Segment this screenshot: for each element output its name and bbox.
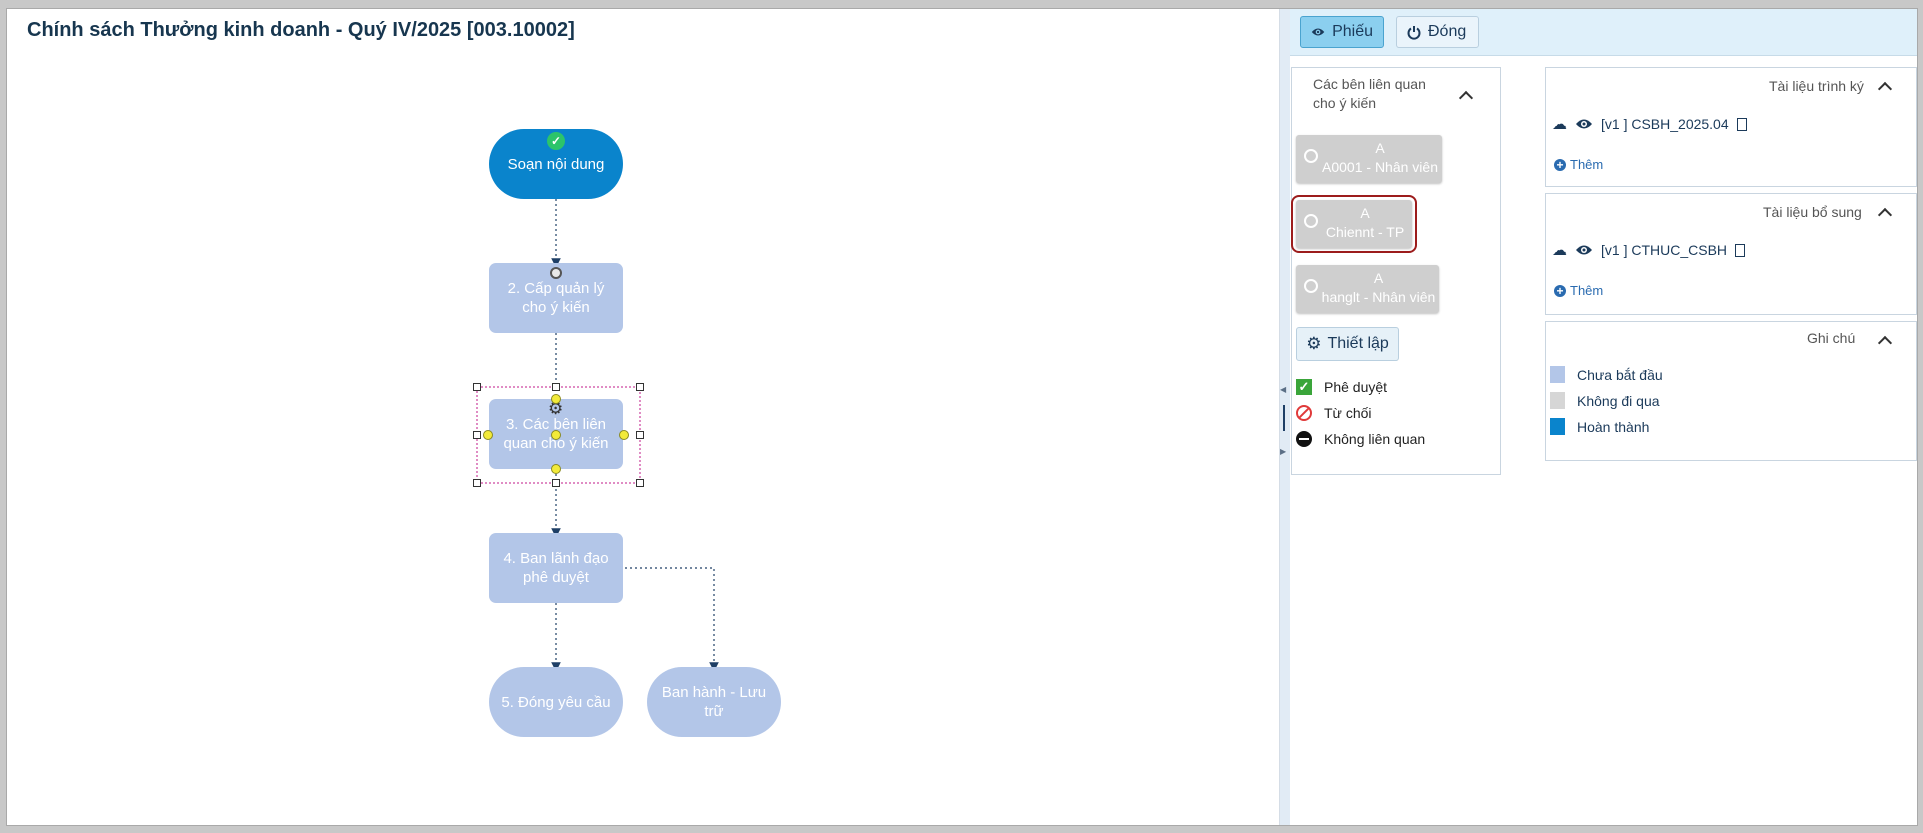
party-initial: A [1375,140,1385,156]
notes-panel [1545,321,1917,461]
check-icon: ✓ [1296,379,1312,395]
document-row: ☁ [v1 ] CTHUC_CSBH [1552,241,1746,259]
document-row: ☁ [v1 ] CSBH_2025.04 [1552,115,1747,133]
node-label: 4. Ban lãnh đạo phê duyệt [503,550,609,586]
add-extra-doc-link[interactable]: + Thêm [1554,283,1603,298]
expand-right-icon[interactable]: ▶ [1280,447,1287,456]
gear-icon: ⚙ [1306,334,1322,353]
node-label: 5. Đóng yêu cầu [501,693,611,711]
legend-reject: Từ chối [1296,403,1372,423]
radio-button[interactable] [1304,214,1318,228]
resize-handle-s[interactable] [552,479,560,487]
legend-label: Phê duyệt [1324,379,1388,395]
note-label: Không đi qua [1577,392,1660,409]
note-completed: Hoàn thành [1550,418,1649,435]
document-name[interactable]: [v1 ] CSBH_2025.04 [1601,116,1729,132]
eye-icon[interactable] [1575,118,1593,130]
phieu-button[interactable]: Phiếu [1300,16,1384,48]
connection-point-right[interactable] [619,430,629,440]
add-label: Thêm [1570,157,1604,172]
legend-label: Không liên quan [1324,431,1426,447]
plus-circle-icon: + [1554,158,1566,171]
plus-circle-icon: + [1554,284,1566,297]
close-label: Đóng [1428,23,1467,40]
connection-point-center[interactable] [551,430,561,440]
color-swatch [1550,392,1565,409]
document-name[interactable]: [v1 ] CTHUC_CSBH [1601,242,1728,258]
parties-panel-title: Các bên liên quan cho ý kiến [1313,76,1426,111]
connection-point-left[interactable] [483,430,493,440]
phieu-label: Phiếu [1332,23,1373,40]
app-window: Chính sách Thưởng kinh doanh - Quý IV/20… [6,8,1918,826]
setup-button[interactable]: ⚙ Thiết lập [1296,327,1399,361]
add-label: Thêm [1570,283,1604,298]
connection-point-top[interactable] [551,394,561,404]
node-label: Ban hành - Lưu trữ [661,684,767,720]
workflow-node-publish-archive[interactable]: Ban hành - Lưu trữ [647,667,781,737]
party-initial: A [1360,205,1370,221]
node-label: Soạn nội dung [507,155,605,173]
party-item-selected[interactable]: A Chiennt - TP [1291,195,1417,253]
color-swatch [1550,418,1565,435]
submitted-docs-panel [1545,67,1917,187]
workflow-node-manager-review[interactable]: 2. Cấp quản lý cho ý kiến [489,263,623,333]
resize-handle-sw[interactable] [473,479,481,487]
extra-docs-title: Tài liệu bổ sung [1763,204,1862,220]
power-icon [1407,25,1421,40]
workflow-canvas[interactable]: Chính sách Thưởng kinh doanh - Quý IV/20… [7,9,1279,825]
radio-button[interactable] [1304,279,1318,293]
party-name: hanglt - Nhân viên [1321,289,1436,305]
note-skipped: Không đi qua [1550,392,1660,409]
cloud-download-icon[interactable]: ☁ [1552,242,1567,259]
reject-icon [1296,405,1312,421]
resize-handle-ne[interactable] [636,383,644,391]
add-submitted-doc-link[interactable]: + Thêm [1554,157,1603,172]
legend-approve: ✓ Phê duyệt [1296,377,1387,397]
collapse-left-icon[interactable]: ◀ [1280,385,1287,394]
note-label: Hoàn thành [1577,418,1650,435]
note-not-started: Chưa bắt đầu [1550,366,1663,383]
node-label: 2. Cấp quản lý cho ý kiến [507,280,605,316]
pdf-file-icon [1736,117,1747,131]
setup-label: Thiết lập [1327,335,1389,352]
eye-icon [1311,28,1325,36]
notes-title: Ghi chú [1807,330,1856,346]
workflow-node-close-request[interactable]: 5. Đóng yêu cầu [489,667,623,737]
party-initial: A [1373,270,1384,286]
submitted-docs-title: Tài liệu trình ký [1769,78,1864,94]
cloud-download-icon[interactable]: ☁ [1552,116,1567,133]
workflow-connectors [476,199,719,672]
legend-label: Từ chối [1324,405,1372,421]
workflow-node-board-approval[interactable]: 4. Ban lãnh đạo phê duyệt [489,533,623,603]
resize-handle-w[interactable] [473,431,481,439]
node-label: 3. Các bên liên quan cho ý kiến [503,416,609,452]
radio-button[interactable] [1304,149,1318,163]
resize-handle-se[interactable] [636,479,644,487]
close-button[interactable]: Đóng [1396,16,1479,48]
splitter-grip[interactable] [1283,405,1285,431]
eye-icon[interactable] [1575,244,1593,256]
resize-handle-nw[interactable] [473,383,481,391]
legend-not-related: Không liên quan [1296,429,1425,449]
gear-icon[interactable]: ⚙ [548,399,564,418]
completed-check-icon: ✓ [547,132,565,150]
right-toolbar [1290,9,1917,56]
node-status-icon [550,267,562,279]
resize-handle-e[interactable] [636,431,644,439]
page-title: Chính sách Thưởng kinh doanh - Quý IV/20… [27,19,575,41]
connector-4-6 [625,567,719,672]
party-name: Chiennt - TP [1325,224,1405,240]
party-name: A0001 - Nhân viên [1322,159,1438,175]
extra-docs-panel [1545,193,1917,315]
connection-point-bottom[interactable] [551,464,561,474]
excel-file-icon [1735,243,1746,257]
color-swatch [1550,366,1565,383]
party-item[interactable]: A A0001 - Nhân viên [1296,135,1442,183]
note-label: Chưa bắt đầu [1577,366,1663,383]
resize-handle-n[interactable] [552,383,560,391]
minus-circle-icon [1296,431,1312,447]
